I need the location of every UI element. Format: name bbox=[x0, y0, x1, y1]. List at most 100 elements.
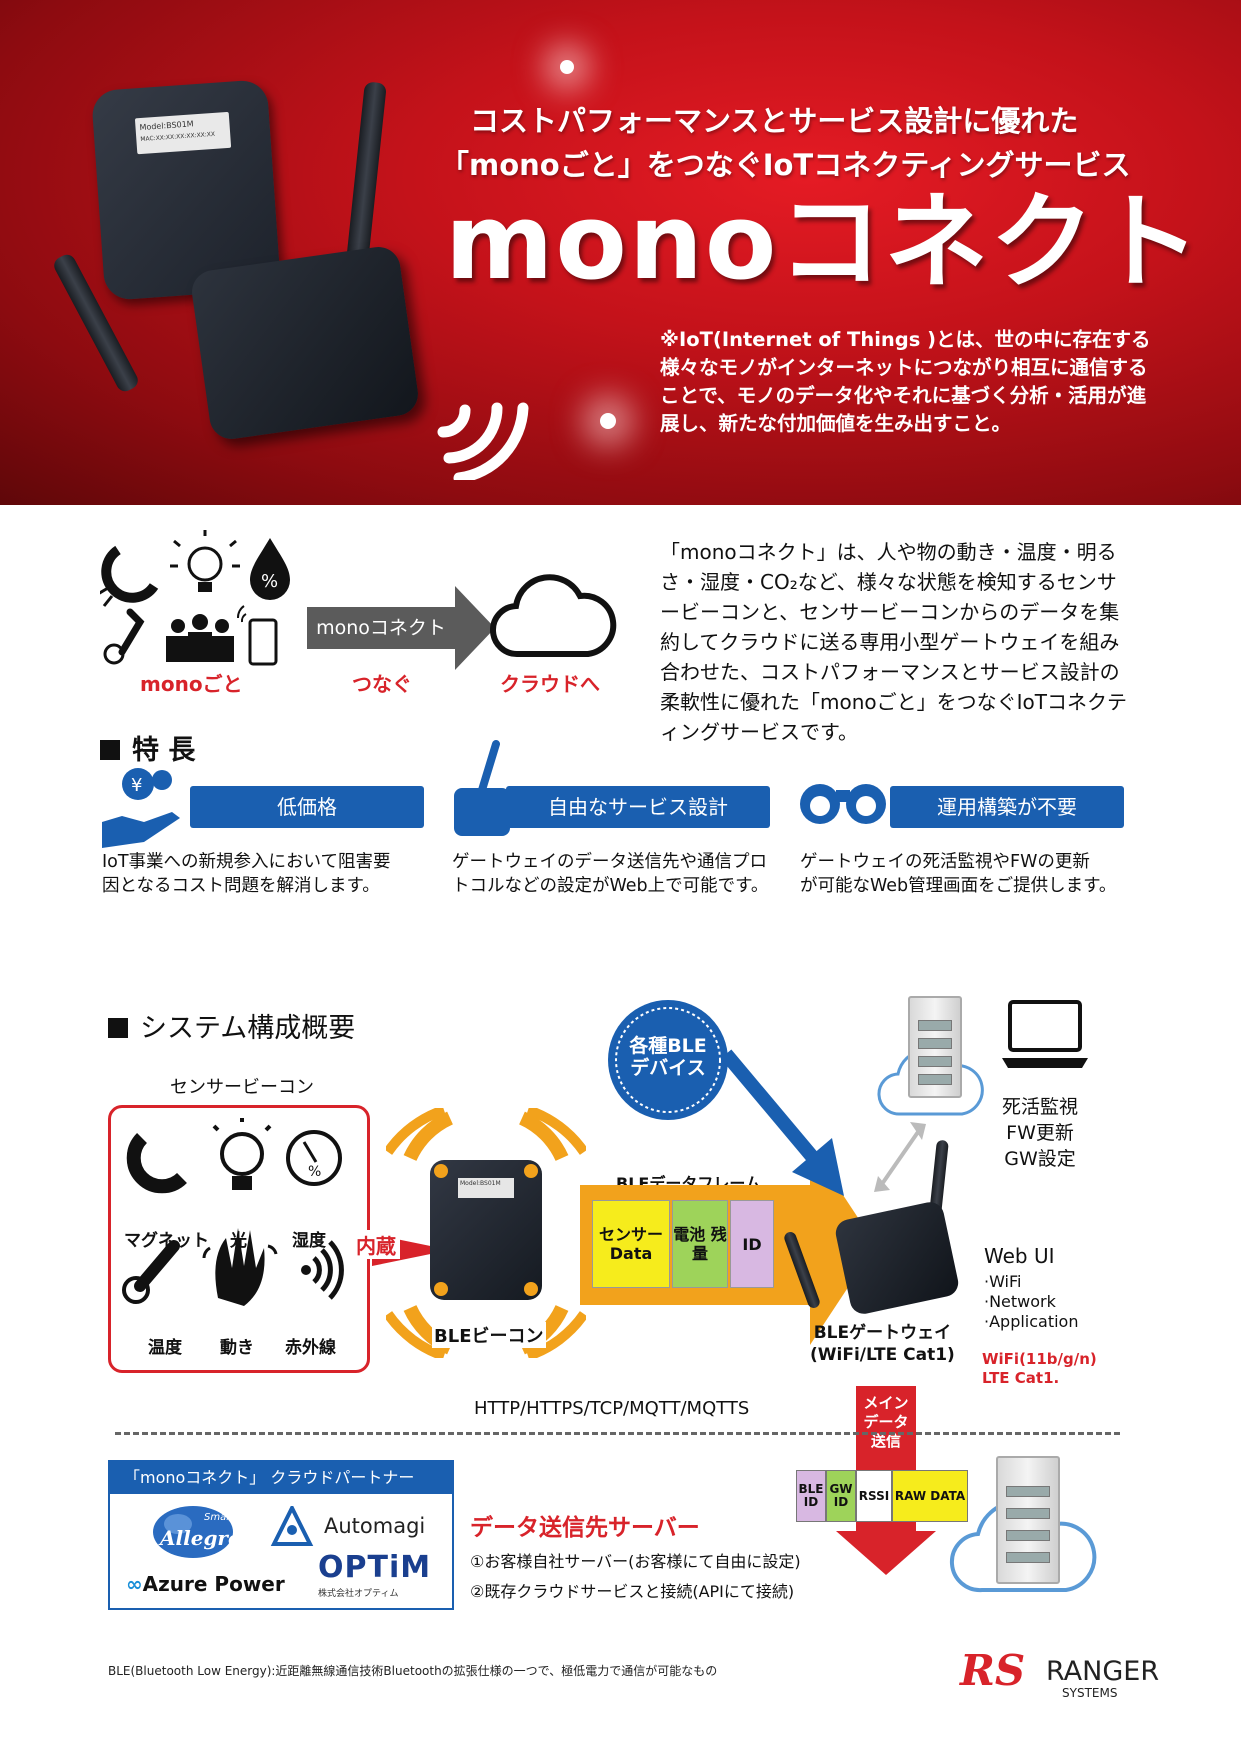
beacon-corner-dot bbox=[434, 1164, 448, 1178]
gateway-label: BLEゲートウェイ (WiFi/LTE Cat1) bbox=[810, 1322, 955, 1366]
light-bulb-icon bbox=[170, 530, 240, 592]
feature-service-design-desc: ゲートウェイのデータ送信先や通信プロ トコルなどの設定がWeb上で可能です。 bbox=[452, 850, 768, 898]
beacon-corner-dot bbox=[434, 1282, 448, 1296]
device-label: Model:BS01M MAC:XX:XX:XX:XX:XX:XX bbox=[134, 111, 232, 155]
packet-raw-data: RAW DATA bbox=[892, 1470, 968, 1522]
ble-devices-badge-text: 各種BLE デバイス bbox=[606, 1035, 730, 1079]
sensor-beacon-title: センサービーコン bbox=[170, 1077, 314, 1098]
frame-id: ID bbox=[730, 1200, 774, 1288]
cloud-icon bbox=[490, 574, 617, 658]
mgmt-line: GW設定 bbox=[1004, 1148, 1076, 1170]
packet-gw-id: GW ID bbox=[826, 1470, 856, 1522]
ble-devices-badge-icon bbox=[608, 1000, 728, 1120]
server-slot bbox=[1006, 1508, 1050, 1519]
desc-line: が可能なWeb管理画面をご提供します。 bbox=[800, 876, 1117, 896]
mobile-phone-icon bbox=[237, 605, 278, 666]
spec-line: LTE Cat1. bbox=[982, 1369, 1060, 1387]
sensor-label-magnet: マグネット bbox=[124, 1231, 209, 1251]
light-glow bbox=[600, 413, 616, 429]
packet-ble-id: BLE ID bbox=[796, 1470, 826, 1522]
sensor-label-infrared: 赤外線 bbox=[285, 1338, 336, 1358]
feature-no-ops-desc: ゲートウェイの死活監視やFWの更新 が可能なWeb管理画面をご提供します。 bbox=[800, 850, 1116, 898]
partner-panel-title: 「monoコネクト」 クラウドパートナー bbox=[110, 1462, 452, 1494]
ble-footnote: BLE(Bluetooth Low Energy):近距離無線通信技術Bluet… bbox=[108, 1664, 718, 1678]
sensor-label-temperature: 温度 bbox=[148, 1338, 182, 1358]
light-bulb-icon bbox=[212, 1118, 272, 1190]
heading-square-icon bbox=[100, 740, 120, 760]
feature-low-price-badge: 低価格 bbox=[190, 786, 424, 828]
webui-item: ·Network bbox=[984, 1292, 1056, 1311]
ble-beacon-label: BLEビーコン bbox=[432, 1322, 546, 1348]
monoconnect-arrow-label: monoコネクト bbox=[307, 607, 455, 649]
label-monogoto: monoごと bbox=[140, 672, 243, 696]
right-arrow-icon bbox=[455, 586, 495, 670]
magnet-icon bbox=[126, 1133, 187, 1194]
webui-item: ·Application bbox=[984, 1312, 1079, 1331]
svg-text:%: % bbox=[308, 1164, 321, 1180]
iot-definition-note: ※IoT(Internet of Things )とは、世の中に存在する様々なモ… bbox=[660, 328, 1151, 435]
feature-no-ops-badge: 運用構築が不要 bbox=[890, 786, 1124, 828]
partner-allegro-sub: Smart bbox=[204, 1512, 235, 1523]
product-title: monoコネクト bbox=[445, 181, 1203, 303]
partner-optim-sub: 株式会社オプティム bbox=[318, 1589, 399, 1599]
network-divider bbox=[115, 1432, 1120, 1435]
system-heading: システム構成概要 bbox=[108, 1006, 355, 1045]
main-data-line: データ bbox=[863, 1413, 909, 1431]
bidirectional-arrow-icon bbox=[874, 1122, 926, 1192]
desc-line: IoT事業への新規参入において阻害要 bbox=[102, 852, 391, 872]
server-slot bbox=[1006, 1530, 1050, 1541]
server-slot bbox=[1006, 1486, 1050, 1497]
humidity-gauge-icon: % bbox=[286, 1130, 342, 1186]
ranger-logo-mark: RS bbox=[960, 1646, 1026, 1695]
hero-headline-2: 「monoごと」をつなぐIoTコネクティングサービス bbox=[440, 148, 1131, 182]
people-icon bbox=[166, 614, 234, 662]
sensor-icons-group: % bbox=[100, 530, 290, 666]
antenna-image bbox=[345, 81, 387, 273]
heading-square-icon bbox=[108, 1018, 128, 1038]
frame-battery: 電池 残量 bbox=[672, 1200, 728, 1288]
destination-option-2: ②既存クラウドサービスと接続(APIにて接続) bbox=[470, 1582, 795, 1601]
hand-coin-icon: ¥ bbox=[102, 768, 180, 848]
main-data-arrow-head bbox=[836, 1531, 936, 1575]
ble-gateway-device-image bbox=[189, 244, 421, 442]
desc-line: ゲートウェイのデータ送信先や通信プロ bbox=[452, 852, 767, 872]
gateway-label-line: (WiFi/LTE Cat1) bbox=[810, 1345, 955, 1365]
wireless-signal-icon bbox=[437, 402, 529, 480]
feature-low-price-desc: IoT事業への新規参入において阻害要 因となるコスト問題を解消します。 bbox=[102, 850, 391, 898]
server-slot bbox=[918, 1038, 952, 1049]
antenna-router-icon bbox=[454, 740, 510, 836]
infrared-signal-icon bbox=[301, 1240, 344, 1300]
label-to-cloud: クラウドへ bbox=[500, 672, 600, 696]
webui-items: ·WiFi ·Network ·Application bbox=[984, 1272, 1078, 1332]
sensor-label-humidity: 湿度 bbox=[292, 1231, 326, 1251]
service-description: 「monoコネクト」は、人や物の動き・温度・明るさ・湿度・CO₂など、様々な状態… bbox=[660, 540, 1127, 744]
main-data-line: 送信 bbox=[870, 1432, 901, 1450]
desc-line: トコルなどの設定がWeb上で可能です。 bbox=[452, 876, 769, 896]
webui-item: ·WiFi bbox=[984, 1272, 1022, 1291]
motion-hand-icon bbox=[202, 1228, 278, 1306]
features-heading: 特 長 bbox=[100, 728, 195, 767]
gateway-label-line: BLEゲートウェイ bbox=[813, 1323, 952, 1343]
server-slot bbox=[918, 1074, 952, 1085]
mgmt-line: FW更新 bbox=[1006, 1122, 1074, 1144]
laptop-icon bbox=[1002, 1000, 1088, 1068]
features-heading-text: 特 長 bbox=[132, 735, 196, 766]
company-subname: SYSTEMS bbox=[1062, 1686, 1118, 1700]
label-tsunagu: つなぐ bbox=[352, 672, 412, 696]
desc-line: 因となるコスト問題を解消します。 bbox=[102, 876, 380, 896]
spec-line: WiFi(11b/g/n) bbox=[982, 1350, 1097, 1368]
packet-rssi: RSSI bbox=[856, 1470, 892, 1522]
sensor-label-motion: 動き bbox=[220, 1338, 254, 1358]
company-name: RANGER bbox=[1046, 1656, 1160, 1687]
main-data-label: メイン データ 送信 bbox=[856, 1394, 916, 1451]
badge-line: デバイス bbox=[630, 1057, 706, 1079]
wifi-lte-spec: WiFi(11b/g/n) LTE Cat1. bbox=[982, 1350, 1097, 1388]
thermometer-icon bbox=[122, 1240, 180, 1304]
partner-azure-power: ∞Azure Power bbox=[126, 1572, 285, 1596]
binoculars-icon bbox=[800, 784, 886, 824]
sensor-label-light: 光 bbox=[230, 1231, 247, 1251]
ble-beacon-device: Model:BS01M bbox=[430, 1160, 542, 1300]
allegro-logo-icon bbox=[153, 1506, 233, 1558]
cloud-server-icon bbox=[908, 996, 962, 1098]
system-heading-text: システム構成概要 bbox=[140, 1013, 356, 1044]
